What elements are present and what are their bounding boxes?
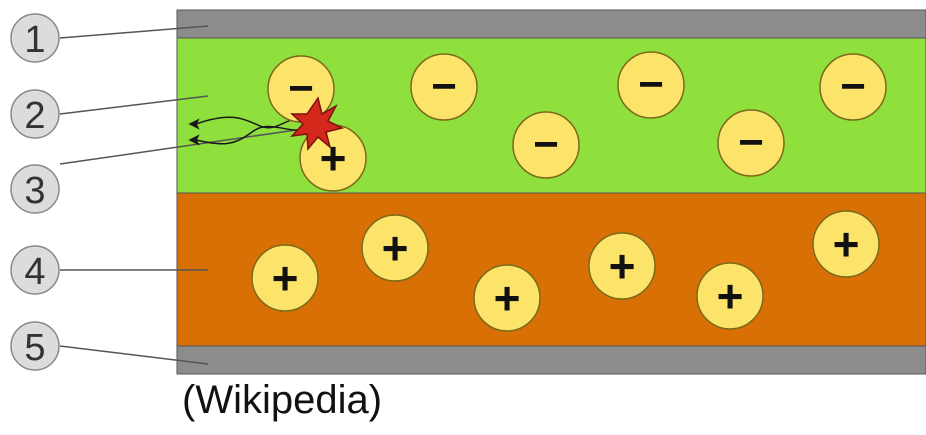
positive-sign: + xyxy=(272,252,299,304)
positive-sign: + xyxy=(609,240,636,292)
callout-1: 1 xyxy=(10,13,60,63)
positive-sign: + xyxy=(717,270,744,322)
positive-ion: + xyxy=(812,210,880,278)
negative-ion: − xyxy=(717,109,785,177)
negative-sign: − xyxy=(840,62,866,111)
positive-ion: + xyxy=(696,262,764,330)
positive-ion: + xyxy=(251,244,319,312)
callout-label: 5 xyxy=(24,327,45,369)
positive-ion: + xyxy=(473,264,541,332)
positive-ion: + xyxy=(588,232,656,300)
leader-line-3 xyxy=(59,127,311,165)
negative-sign: − xyxy=(638,60,664,109)
callout-4: 4 xyxy=(10,245,60,295)
leader-line-5 xyxy=(59,345,209,365)
negative-sign: − xyxy=(288,64,314,113)
positive-sign: + xyxy=(494,272,521,324)
callout-5: 5 xyxy=(10,321,60,371)
callout-label: 2 xyxy=(24,95,45,137)
callout-3: 3 xyxy=(10,164,60,214)
leader-line-2 xyxy=(59,95,209,115)
negative-sign: − xyxy=(533,120,559,169)
callout-label: 4 xyxy=(24,251,45,293)
negative-sign: − xyxy=(738,118,764,167)
negative-ion: − xyxy=(410,53,478,121)
bottom-current-collector xyxy=(176,345,926,375)
callout-label: 1 xyxy=(24,19,45,61)
leader-line-1 xyxy=(59,25,209,39)
source-caption: (Wikipedia) xyxy=(182,378,383,422)
top-current-collector xyxy=(176,9,926,39)
negative-ion: − xyxy=(819,53,887,121)
positive-sign: + xyxy=(833,218,860,270)
recombination-spark-icon xyxy=(290,96,345,151)
positive-sign: + xyxy=(382,222,409,274)
negative-ion: − xyxy=(512,111,580,179)
callout-label: 3 xyxy=(24,170,45,212)
negative-ion: − xyxy=(617,51,685,119)
positive-ion: + xyxy=(361,214,429,282)
negative-sign: − xyxy=(431,62,457,111)
callout-2: 2 xyxy=(10,89,60,139)
